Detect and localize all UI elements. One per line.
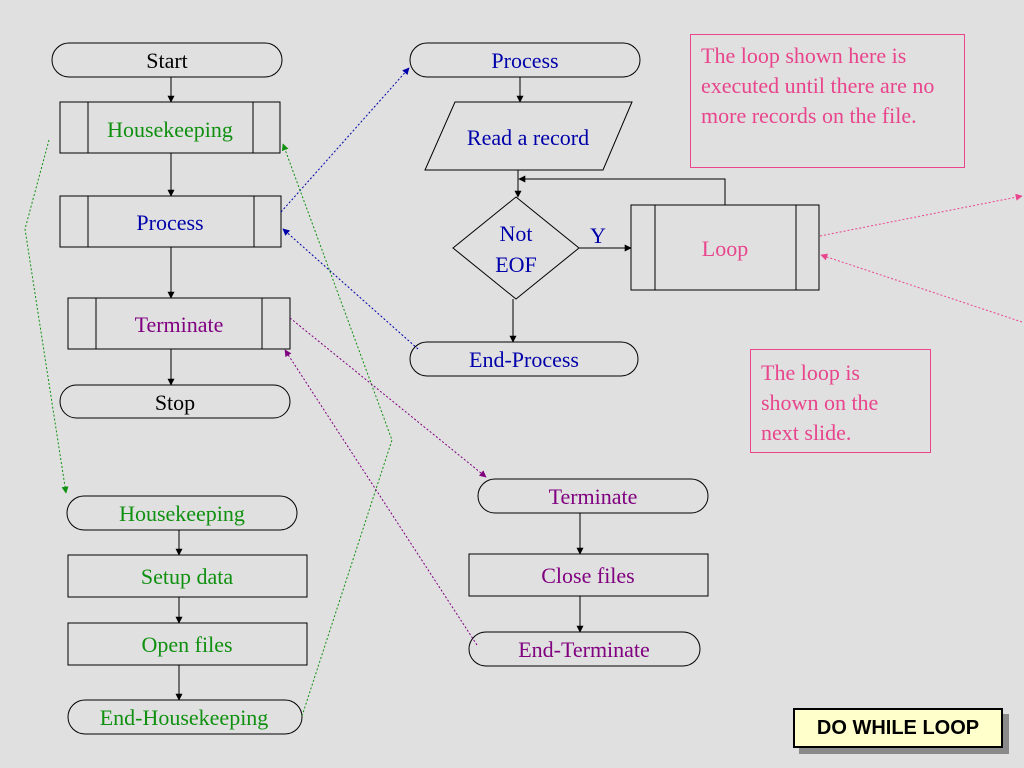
terminate-label: Terminate — [135, 312, 224, 337]
next-slide-note: The loop is shown on the next slide. — [750, 349, 931, 453]
terminate-module: Terminate Close files End-Terminate — [468, 478, 709, 667]
process-terminal — [409, 42, 641, 78]
slide-title: DO WHILE LOOP — [793, 708, 1003, 748]
green-connector-return — [281, 143, 393, 717]
read-record-label: Read a record — [467, 125, 589, 150]
process-title-label: Process — [491, 48, 558, 73]
start-terminal — [51, 42, 283, 78]
yes-label: Y — [590, 223, 606, 248]
housekeeping-terminal — [66, 495, 298, 531]
housekeeping-title-label: Housekeeping — [119, 501, 245, 526]
setup-data-box — [67, 554, 308, 598]
main-flow: Start Housekeeping Process Terminate Sto… — [51, 42, 291, 419]
open-files-box — [67, 622, 308, 666]
loop-label: Loop — [702, 236, 748, 261]
blue-connector-out — [280, 67, 410, 213]
terminate-module-box: Terminate — [67, 297, 291, 350]
process-module: Process Read a record Not EOF Y Loop End… — [409, 42, 820, 377]
terminate-title-label: Terminate — [549, 484, 638, 509]
setup-data-label: Setup data — [141, 564, 233, 589]
end-process-label: End-Process — [469, 347, 579, 372]
terminate-terminal — [477, 478, 709, 514]
decision-line1: Not — [500, 221, 533, 246]
end-housekeeping-label: End-Housekeeping — [100, 705, 269, 730]
pink-connector-out — [819, 193, 1023, 237]
open-files-label: Open files — [141, 632, 232, 657]
end-terminate-terminal — [468, 631, 701, 667]
purple-connector-return — [284, 349, 478, 646]
end-housekeeping-terminal — [67, 699, 303, 735]
start-label: Start — [146, 48, 188, 73]
connectors — [24, 67, 1023, 717]
blue-connector-return — [282, 228, 419, 350]
close-files-label: Close files — [541, 563, 635, 588]
loop-explanation-note: The loop shown here is executed until th… — [690, 34, 965, 168]
loop-module-box: Loop — [630, 204, 820, 291]
not-eof-decision — [452, 196, 580, 300]
process-label: Process — [136, 210, 203, 235]
green-connector-out — [24, 139, 69, 494]
end-terminate-label: End-Terminate — [518, 637, 650, 662]
loop-return-arrow — [518, 175, 726, 205]
close-files-box — [468, 553, 709, 597]
housekeeping-module-box: Housekeeping — [59, 101, 281, 154]
stop-label: Stop — [155, 390, 195, 415]
end-process-terminal — [409, 341, 639, 377]
stop-terminal — [59, 384, 291, 419]
housekeeping-label: Housekeeping — [107, 117, 233, 142]
read-record-io — [424, 101, 633, 171]
decision-line2: EOF — [495, 252, 537, 277]
pink-connector-return — [820, 253, 1023, 323]
process-module-box: Process — [59, 195, 282, 248]
housekeeping-module: Housekeeping Setup data Open files End-H… — [66, 495, 308, 735]
